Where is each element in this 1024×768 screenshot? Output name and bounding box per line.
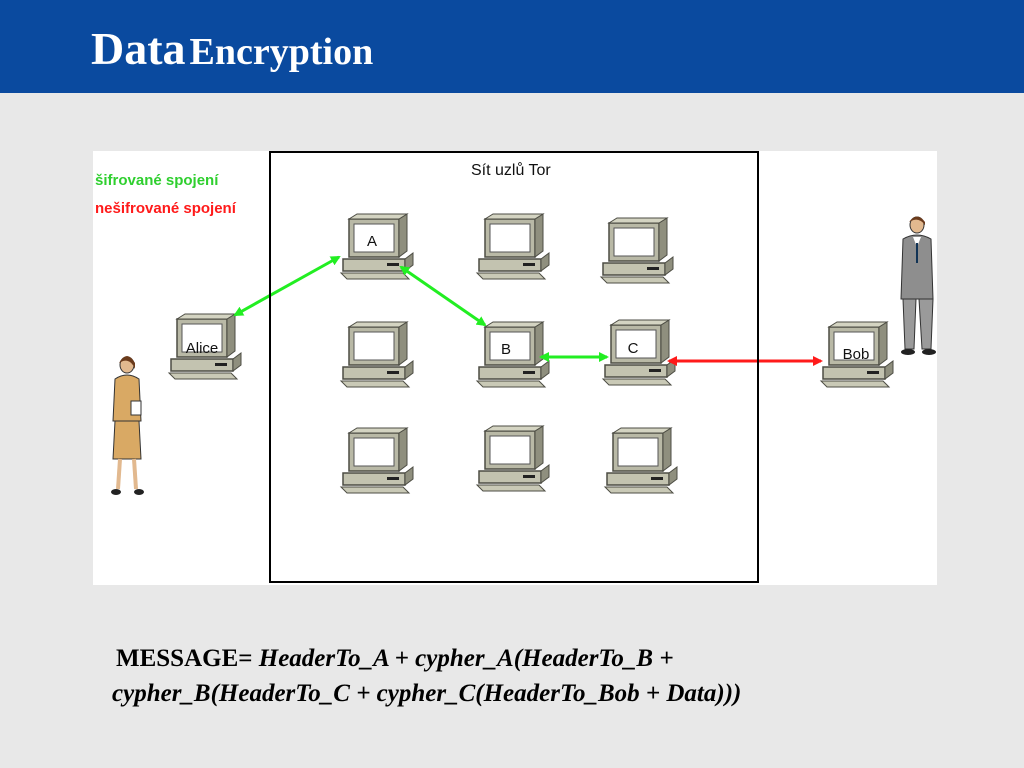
node-b-label: B xyxy=(501,341,511,358)
bob-person-icon xyxy=(900,216,936,355)
alice-person-icon xyxy=(111,356,144,495)
slide-title: Data Encryption xyxy=(91,26,373,72)
title-part-1: Data xyxy=(91,23,186,74)
node-a-label: A xyxy=(367,233,377,250)
message-label: MESSAGE= xyxy=(116,645,253,672)
message-line-1: HeaderTo_A + cypher_A(HeaderTo_B + xyxy=(258,645,674,672)
node-c-label: C xyxy=(628,340,639,357)
bob-label: Bob xyxy=(843,346,870,363)
tor-network-boundary xyxy=(269,151,759,583)
legend-encrypted: šifrované spojení xyxy=(95,172,219,189)
network-title: Sít uzlů Tor xyxy=(471,162,551,179)
alice-label: Alice xyxy=(186,340,219,357)
arrow-alice-a xyxy=(233,255,341,317)
arrow-a-b xyxy=(399,265,487,327)
message-line-2: cypher_B(HeaderTo_C + cypher_C(HeaderTo_… xyxy=(112,680,742,707)
title-bar xyxy=(0,0,1024,93)
legend-unencrypted: nešifrované spojení xyxy=(95,200,236,217)
title-part-2: Encryption xyxy=(189,31,374,73)
tor-network-diagram: A B C Alice Bob xyxy=(93,151,937,585)
message-formula: MESSAGE= HeaderTo_A + cypher_A(HeaderTo_… xyxy=(112,641,976,711)
